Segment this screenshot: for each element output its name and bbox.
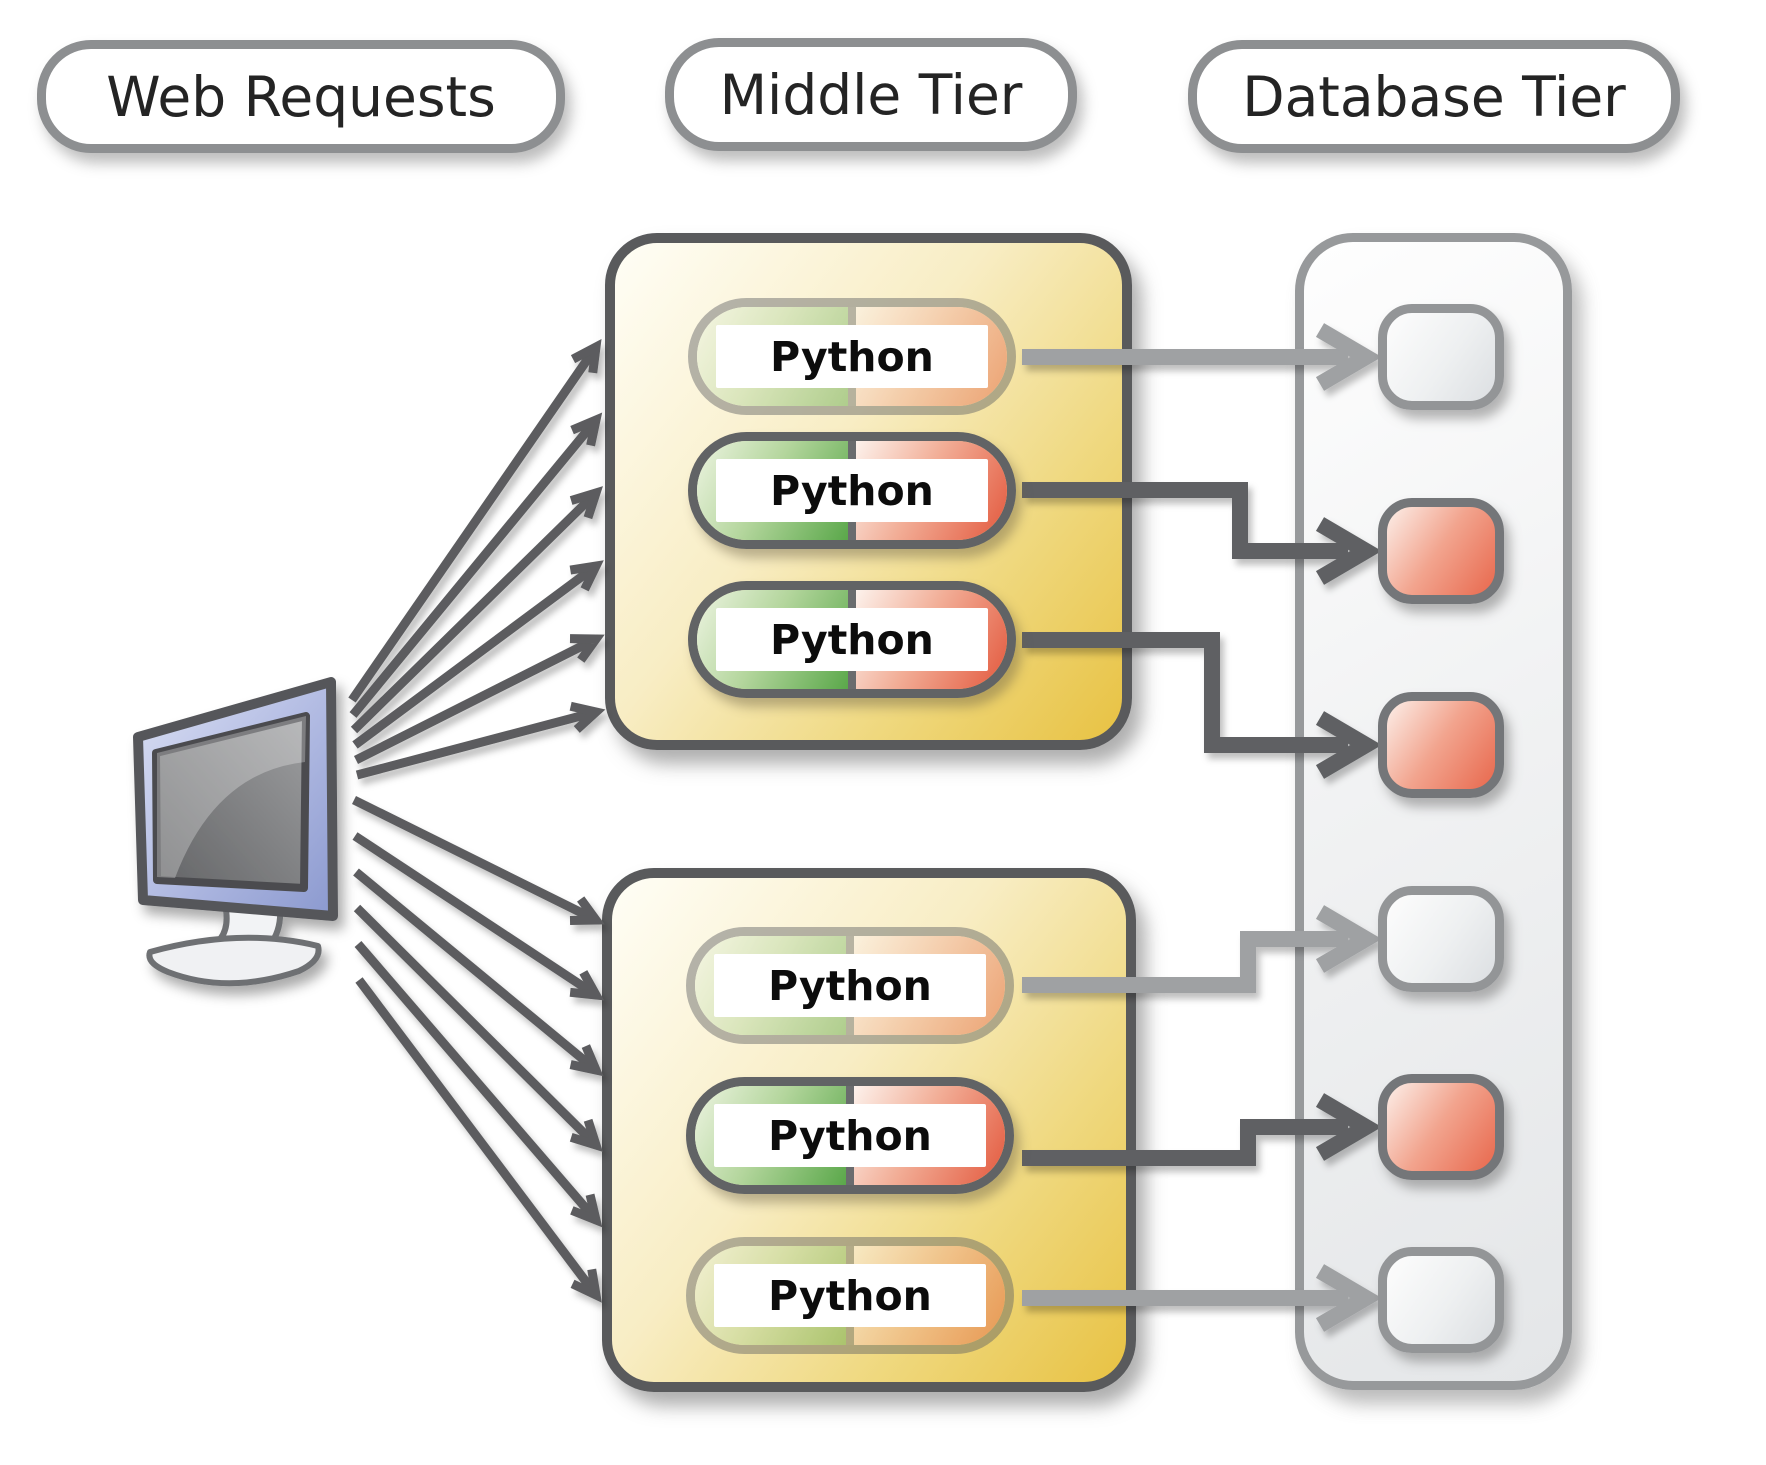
monitor-icon	[133, 677, 338, 987]
python-process-5: Python	[686, 1077, 1014, 1194]
request-arrowhead-10	[569, 1118, 603, 1152]
db-node-1	[1378, 304, 1504, 410]
db-connection-arrow-3	[1022, 632, 1348, 753]
python-process-1: Python	[688, 298, 1016, 415]
web-requests-label: Web Requests	[37, 40, 565, 153]
db-connection-arrowhead-1	[1315, 323, 1382, 391]
monitor-stand-base	[146, 934, 322, 987]
request-arrow-3	[350, 493, 595, 734]
request-arrowhead-6	[569, 701, 606, 733]
middle-tier-label: Middle Tier	[665, 38, 1077, 151]
db-connection-arrow-4	[1022, 931, 1348, 993]
request-arrowhead-9	[569, 1044, 604, 1077]
middle-tier-text: Middle Tier	[719, 62, 1023, 127]
db-connection-arrowhead-6	[1315, 1264, 1382, 1332]
db-node-5	[1378, 1074, 1504, 1180]
db-node-3	[1378, 692, 1504, 798]
web-request-arrows	[348, 338, 606, 1303]
request-arrow-5	[353, 637, 593, 765]
request-arrow-2	[349, 421, 596, 718]
python-label: Python	[714, 1264, 986, 1327]
python-label: Python	[716, 608, 988, 671]
db-node-4	[1378, 886, 1504, 992]
request-arrow-12	[355, 977, 596, 1293]
db-connection-arrow-5	[1022, 1119, 1348, 1166]
db-connection-arrows	[1022, 323, 1382, 1332]
python-label: Python	[716, 325, 988, 388]
request-arrowhead-12	[570, 1268, 602, 1303]
python-process-4: Python	[686, 927, 1014, 1044]
python-label: Python	[714, 1104, 986, 1167]
request-arrow-8	[352, 832, 594, 996]
web-requests-text: Web Requests	[106, 64, 496, 129]
monitor-screen-gloss	[157, 716, 306, 878]
request-arrowhead-4	[569, 560, 604, 592]
python-label: Python	[716, 459, 988, 522]
db-node-2	[1378, 498, 1504, 604]
request-arrow-10	[353, 904, 595, 1144]
request-arrow-11	[354, 941, 596, 1219]
db-node-6	[1378, 1247, 1504, 1353]
db-connection-arrowhead-4	[1315, 905, 1382, 973]
request-arrow-6	[355, 709, 592, 780]
request-arrow-7	[352, 795, 593, 922]
request-arrowhead-2	[570, 412, 603, 447]
request-arrowhead-7	[569, 896, 605, 926]
db-connection-arrow-2	[1022, 482, 1348, 559]
db-connection-arrowhead-5	[1315, 1093, 1382, 1161]
python-process-3: Python	[688, 581, 1016, 698]
request-arrowhead-5	[569, 634, 605, 663]
database-tier-text: Database Tier	[1242, 64, 1626, 129]
db-connection-arrowhead-3	[1315, 711, 1382, 779]
database-tier-container	[1295, 233, 1572, 1390]
request-arrowhead-8	[569, 970, 605, 1001]
request-arrowhead-1	[570, 338, 602, 374]
request-arrow-4	[352, 565, 594, 749]
python-label: Python	[714, 954, 986, 1017]
request-arrow-9	[353, 868, 595, 1070]
request-arrowhead-3	[569, 486, 603, 520]
request-arrow-1	[348, 349, 597, 703]
python-process-2: Python	[688, 432, 1016, 549]
python-process-6: Python	[686, 1237, 1014, 1354]
db-connection-arrowhead-2	[1315, 517, 1382, 585]
database-tier-label: Database Tier	[1188, 40, 1680, 153]
request-arrowhead-11	[570, 1193, 603, 1228]
